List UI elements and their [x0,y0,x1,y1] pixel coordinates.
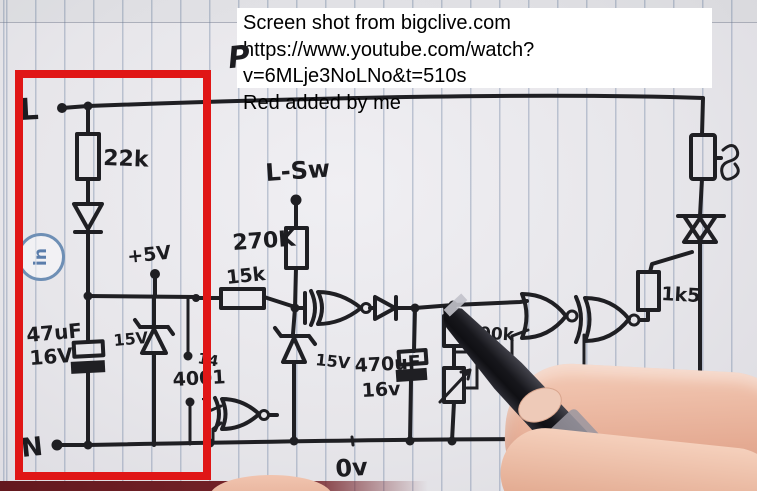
nor-gate-middle [510,292,579,367]
svg-text:+5V: +5V [126,241,172,267]
caption-line-2: https://www.youtube.com/watch?v=6MLje3No… [243,38,535,88]
svg-text:N: N [20,432,45,464]
svg-text:0v: 0v [334,453,369,483]
resistor-1k5: 1k5 [636,270,701,322]
caption-line-3: Red added by me [243,91,401,114]
top-rail-wire [86,93,705,137]
plus5v-rail: +5V [86,241,198,299]
resistor-22k: 22k [75,104,150,181]
cap-470uf: 470uF 16v [354,306,429,446]
fingertip-bottom [210,475,332,491]
cap-47uf: 47uF 16V [25,294,106,447]
triac-gate-wire [648,250,694,274]
svg-text:470uF: 470uF [354,352,421,377]
zener-middle: 15V [273,306,352,446]
svg-text:270K: 270K [232,227,298,256]
svg-text:L: L [19,92,40,128]
svg-text:16V: 16V [29,343,74,370]
triac-symbol [648,214,726,442]
handwritten-letter: P [226,39,252,77]
caption-line-1: Screen shot from bigclive.com [243,12,511,34]
neutral-rail: N 0v [20,432,702,483]
red-annotation-box [15,70,211,480]
nor-gate-oscillator [293,289,372,327]
gate-input-wire [451,299,529,307]
diode-left [72,177,104,301]
live-terminal: L [19,92,93,128]
svg-text:16v: 16v [361,378,402,402]
load-symbol [689,133,740,218]
svg-text:1k5: 1k5 [661,283,701,307]
desk-edge [0,481,428,491]
zener-left: 15V [113,295,175,447]
svg-text:4001: 4001 [172,366,226,391]
caption-overlay: Screen shot from bigclive.com https://ww… [237,8,712,114]
svg-text:22k: 22k [103,146,150,173]
svg-text:15V: 15V [113,328,150,350]
svg-text:15V: 15V [315,350,352,373]
nor-gate-spare [205,396,279,448]
live-switched-branch: L-Sw 270K [232,155,331,313]
svg-text:L-Sw: L-Sw [264,155,331,187]
svg-text:47uF: 47uF [25,318,83,347]
svg-text:15k: 15k [225,263,267,289]
